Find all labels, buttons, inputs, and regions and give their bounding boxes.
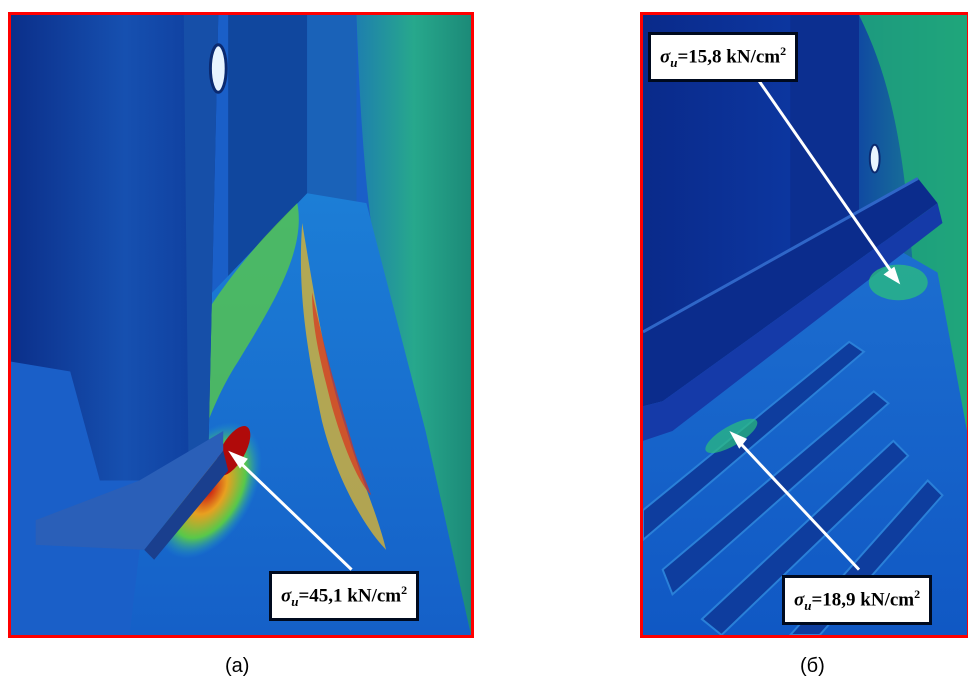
- stress-label-a: σu=45,1 kN/cm2: [269, 571, 420, 622]
- sigma-symbol: σ: [281, 585, 292, 607]
- unit-exponent: 2: [914, 587, 921, 601]
- stress-value: =18,9 kN/cm: [811, 589, 915, 611]
- stress-render-b: [643, 15, 967, 635]
- caption-a: (а): [225, 655, 250, 677]
- stress-render-a: [11, 15, 471, 635]
- sigma-subscript: u: [670, 55, 678, 71]
- stress-value: =45,1 kN/cm: [298, 585, 402, 607]
- unit-exponent: 2: [780, 44, 787, 58]
- stress-label-b-bottom: σu=18,9 kN/cm2: [782, 575, 933, 626]
- stress-label-b-top: σu=15,8 kN/cm2: [648, 32, 799, 83]
- sigma-subscript: u: [291, 594, 299, 610]
- stress-plot-b: σu=15,8 kN/cm2 σu=18,9 kN/cm2: [640, 12, 968, 638]
- caption-b: (б): [800, 655, 825, 677]
- sigma-symbol: σ: [794, 589, 805, 611]
- stress-value: =15,8 kN/cm: [677, 46, 781, 68]
- unit-exponent: 2: [401, 583, 408, 597]
- stress-plot-a: σu=45,1 kN/cm2: [8, 12, 474, 638]
- sigma-symbol: σ: [660, 46, 671, 68]
- sigma-subscript: u: [804, 598, 812, 614]
